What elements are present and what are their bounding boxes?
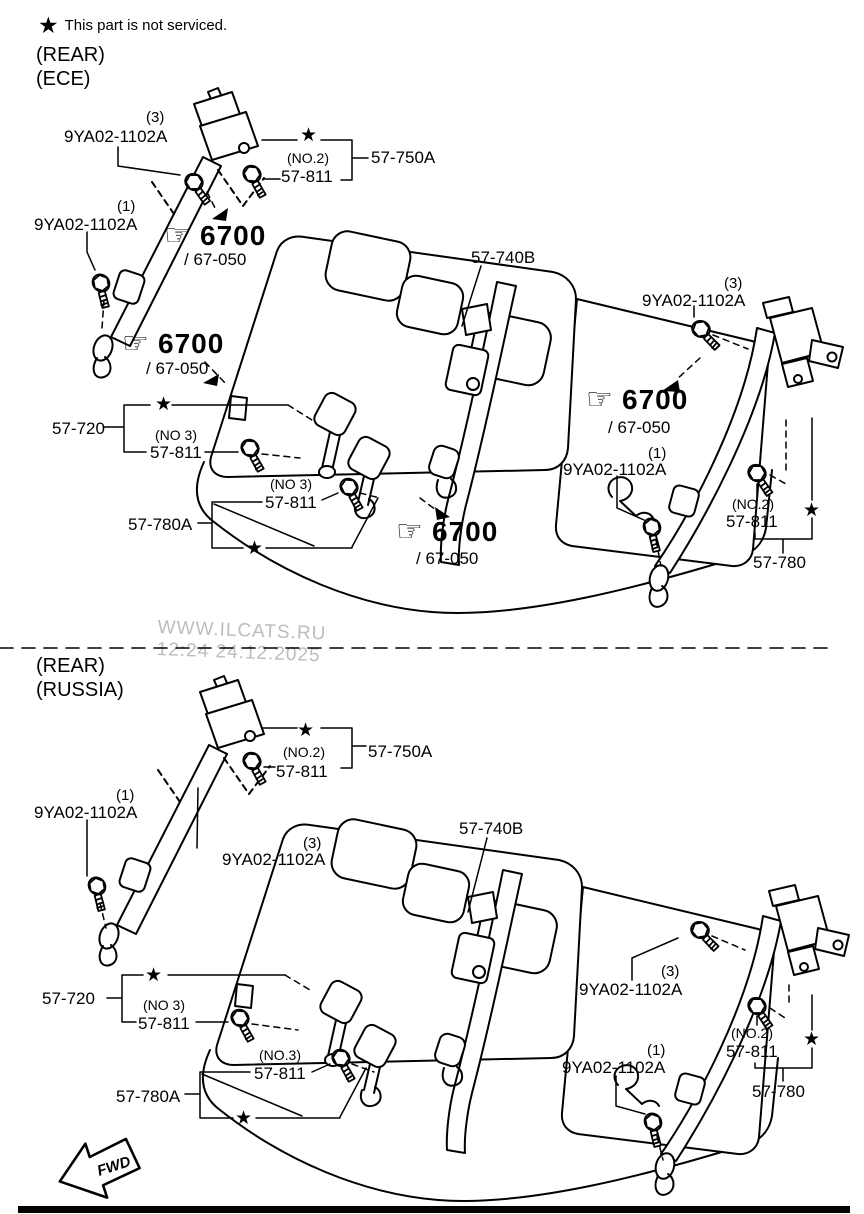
hand-icon: ☞ xyxy=(396,515,423,548)
part-number: 9YA02-1102A xyxy=(34,215,138,234)
part-number: 57-811 xyxy=(254,1064,306,1083)
section-path: / 67-050 xyxy=(416,549,479,568)
part-number: 57-780 xyxy=(753,553,806,572)
note-number: (NO 3) xyxy=(143,997,185,1013)
qty-label: (3) xyxy=(661,963,680,980)
hand-icon: ☞ xyxy=(122,327,149,360)
note-number: (NO 3) xyxy=(270,476,312,492)
part-number: 57-811 xyxy=(276,762,328,781)
part-number: 57-720 xyxy=(52,419,105,438)
part-number: 57-740B xyxy=(471,248,536,267)
leader-lines-russia xyxy=(78,727,813,1161)
part-number: 57-740B xyxy=(459,819,524,838)
part-number: 57-780A xyxy=(128,515,193,534)
part-number: 57-811 xyxy=(138,1014,190,1033)
part-number: 57-720 xyxy=(42,989,95,1008)
qty-label: (3) xyxy=(724,275,743,292)
part-number: 9YA02-1102A xyxy=(64,127,168,146)
part-number: 57-811 xyxy=(265,493,317,512)
section-variant-ece: (ECE) xyxy=(36,68,91,90)
qty-label: (1) xyxy=(647,1042,666,1059)
star-marker: ★ xyxy=(803,500,821,521)
note-number: (NO.2) xyxy=(731,1025,773,1041)
section-ref: 6700 xyxy=(432,516,499,547)
note-text: This part is not serviced. xyxy=(64,17,228,34)
star-marker: ★ xyxy=(803,1029,821,1050)
part-number: 9YA02-1102A xyxy=(579,980,683,999)
qty-label: (1) xyxy=(117,198,136,215)
section-region-russia: (REAR) xyxy=(36,655,105,677)
part-number: 57-780A xyxy=(116,1087,181,1106)
star-marker: ★ xyxy=(155,394,173,415)
part-number: 9YA02-1102A xyxy=(222,850,326,869)
qty-label: (3) xyxy=(146,109,165,126)
note-number: (NO.3) xyxy=(259,1047,301,1063)
star-marker: ★ xyxy=(246,538,264,559)
part-number: 57-811 xyxy=(150,443,202,462)
star-marker: ★ xyxy=(297,720,315,741)
section-path: / 67-050 xyxy=(146,359,209,378)
note-number: (NO.2) xyxy=(732,496,774,512)
part-number: 9YA02-1102A xyxy=(642,291,746,310)
part-number: 57-811 xyxy=(281,167,333,186)
section-ref: 6700 xyxy=(158,328,225,359)
section-path: / 67-050 xyxy=(184,250,247,269)
part-number: 57-750A xyxy=(368,742,433,761)
part-number: 9YA02-1102A xyxy=(563,460,667,479)
note-number: (NO.2) xyxy=(283,744,325,760)
qty-label: (3) xyxy=(303,835,322,852)
part-number: 57-780 xyxy=(752,1082,805,1101)
section-variant-russia: (RUSSIA) xyxy=(36,679,124,701)
qty-label: (1) xyxy=(648,445,667,462)
seat-illustration-russia xyxy=(95,675,851,1202)
section-ref: 6700 xyxy=(200,220,267,251)
hand-icon: ☞ xyxy=(586,383,613,416)
hand-icon: ☞ xyxy=(164,219,191,252)
star-marker: ★ xyxy=(300,125,318,146)
note-number: (NO 3) xyxy=(155,427,197,443)
section-path: / 67-050 xyxy=(608,418,671,437)
qty-label: (1) xyxy=(116,787,135,804)
note-number: (NO.2) xyxy=(287,150,329,166)
section-ref: 6700 xyxy=(622,384,689,415)
section-region-ece: (REAR) xyxy=(36,44,105,66)
not-serviced-note: ★ This part is not serviced. xyxy=(38,14,227,37)
part-number: 57-811 xyxy=(726,512,778,531)
leader-lines-ece xyxy=(82,139,813,567)
star-marker: ★ xyxy=(235,1108,253,1129)
part-number: 57-750A xyxy=(371,148,436,167)
part-number: 9YA02-1102A xyxy=(34,803,138,822)
part-number: 9YA02-1102A xyxy=(562,1058,666,1077)
fwd-arrow-icon: FWD xyxy=(58,1137,141,1199)
bottom-bar xyxy=(18,1206,850,1213)
star-icon: ★ xyxy=(38,12,59,38)
star-marker: ★ xyxy=(145,965,163,986)
part-number: 57-811 xyxy=(726,1042,778,1061)
